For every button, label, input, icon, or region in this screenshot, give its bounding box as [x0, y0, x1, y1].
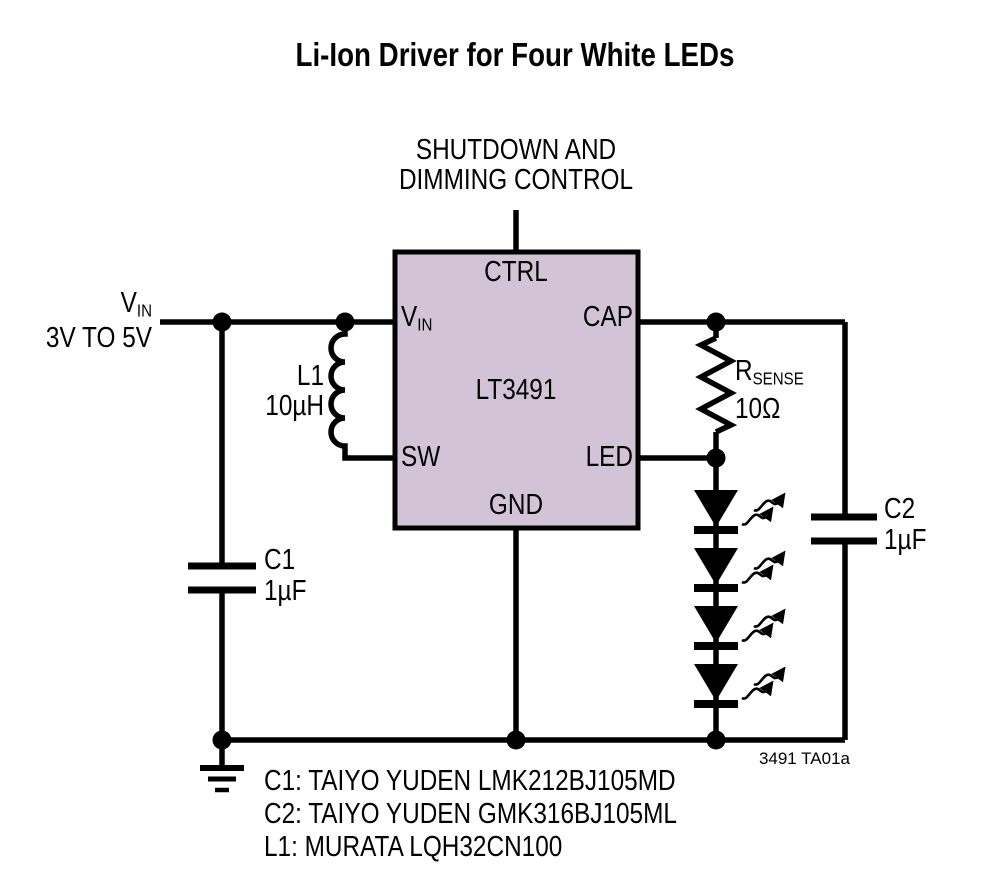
c2-designator: C2 [884, 493, 916, 525]
light-emission-arrows-icon [742, 670, 783, 699]
ic-pin-vin: VIN [401, 301, 433, 335]
ic-pin-cap: CAP [582, 301, 633, 333]
resistor-rsense-label: RSENSE 10Ω [735, 356, 804, 425]
capacitor-c1-label: C1 1µF [264, 545, 306, 607]
note-l1: L1: MURATA LQH32CN100 [264, 831, 563, 863]
l1-designator: L1 [296, 360, 324, 392]
led-4 [694, 664, 783, 708]
control-label-line1: SHUTDOWN AND [415, 134, 617, 166]
ic-part-number: LT3491 [475, 374, 557, 406]
ic-pin-led: LED [585, 441, 633, 473]
led-3 [694, 606, 783, 650]
light-emission-arrows-icon [742, 554, 783, 583]
capacitor-c2-label: C2 1µF [884, 494, 926, 556]
schematic-title: Li-Ion Driver for Four White LEDs [295, 36, 735, 73]
l1-value: 10µH [265, 390, 324, 422]
inductor-coil-l1 [328, 322, 393, 461]
resistor-zigzag-rsense [694, 335, 738, 435]
led-1 [694, 490, 783, 534]
ic-body-lt3491 [392, 249, 641, 531]
led-2 [694, 548, 783, 592]
junction-dots [212, 312, 726, 750]
note-c1: C1: TAIYO YUDEN LMK212BJ105MD [264, 765, 676, 797]
input-supply-range: 3V TO 5V [45, 322, 152, 355]
rsense-designator: RSENSE [735, 355, 804, 389]
capacitor-c2-symbol [811, 513, 877, 545]
light-emission-arrows-icon [742, 496, 783, 525]
control-label: SHUTDOWN AND DIMMING CONTROL [390, 135, 642, 195]
input-supply-name: VIN [120, 287, 152, 321]
ic-pin-gnd: GND [488, 489, 544, 521]
ic-pin-ctrl: CTRL [484, 256, 548, 288]
rsense-value: 10Ω [735, 393, 781, 426]
note-c2: C2: TAIYO YUDEN GMK316BJ105ML [264, 798, 677, 830]
control-label-line2: DIMMING CONTROL [398, 164, 634, 196]
component-notes: C1: TAIYO YUDEN LMK212BJ105MD C2: TAIYO … [264, 765, 677, 864]
input-supply-label: VIN 3V TO 5V [33, 287, 152, 355]
led-string [694, 490, 783, 708]
inductor-l1-label: L1 10µH [198, 361, 324, 421]
ic-pin-sw: SW [401, 441, 441, 473]
c1-designator: C1 [264, 544, 296, 576]
c2-value: 1µF [884, 524, 927, 556]
c1-value: 1µF [264, 575, 307, 607]
capacitor-c1-symbol [188, 562, 256, 594]
light-emission-arrows-icon [742, 612, 783, 641]
figure-reference: 3491 TA01a [758, 749, 850, 768]
